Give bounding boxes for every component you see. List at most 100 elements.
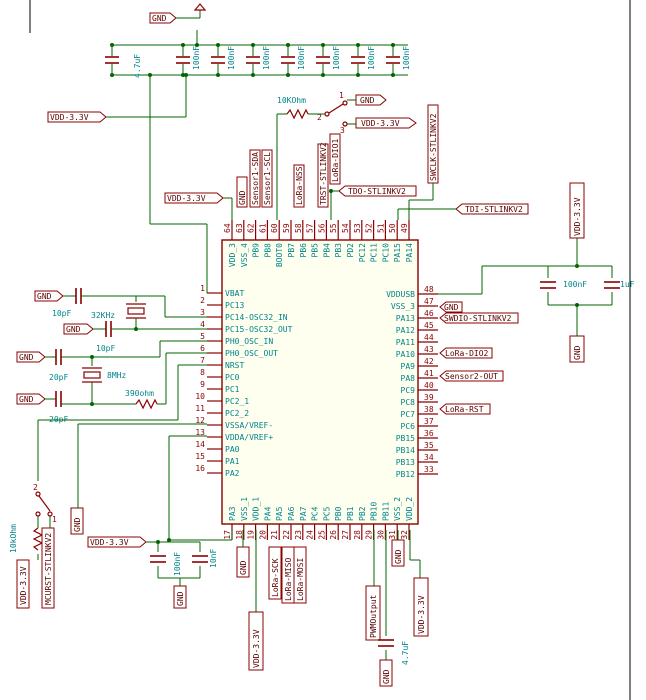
- svg-text:LoRa-SCK: LoRa-SCK: [271, 558, 280, 597]
- pin-name: PC15-OSC32_OUT: [225, 325, 293, 334]
- pin-number: 61: [258, 223, 267, 233]
- cap-value: 100nF: [262, 46, 271, 70]
- svg-text:GND: GND: [382, 669, 391, 684]
- vddusb-caps: VDD-3.3V 100nF 1uF GND: [438, 182, 635, 363]
- mcu-pin-bottom: VSS_118: [235, 497, 249, 540]
- tdi-label: TDI-STLINKV2: [397, 203, 529, 220]
- svg-text:4.7uF: 4.7uF: [401, 641, 410, 665]
- pin-name: PA10: [396, 350, 415, 359]
- pin-number: 19: [247, 530, 256, 540]
- pin-name: PA8: [401, 374, 416, 383]
- svg-text:GND: GND: [394, 549, 403, 564]
- pin-number: 35: [424, 441, 434, 450]
- svg-text:32KHz: 32KHz: [91, 311, 115, 320]
- pin-name: PB7: [287, 243, 296, 258]
- reset-circuit: 2 1 10kOhm VDD-3.3V MCURST-STLINKV2: [9, 364, 207, 609]
- pin-number: 48: [424, 285, 434, 294]
- svg-text:GND: GND: [66, 325, 81, 334]
- pin-number: 39: [424, 393, 434, 402]
- vdd-label: VDD-3.3V: [47, 73, 188, 123]
- pin-number: 16: [195, 464, 205, 473]
- pin-number: 54: [341, 223, 350, 233]
- pin-name: PC5: [322, 506, 331, 521]
- pin-number: 38: [424, 405, 434, 414]
- pin-number: 41: [424, 369, 434, 378]
- mcu-body: [221, 239, 419, 525]
- svg-text:Sensor1-SCL: Sensor1-SCL: [263, 152, 272, 205]
- pin-name: PA11: [396, 338, 415, 347]
- svg-text:SWCLK-STLINKV2: SWCLK-STLINKV2: [429, 113, 438, 181]
- pin-number: 28: [353, 530, 362, 540]
- pin-name: PC12: [358, 243, 367, 262]
- cap-value: 4.7uF: [133, 54, 142, 78]
- svg-text:TRST-STLINKV2: TRST-STLINKV2: [319, 142, 328, 205]
- pin-name: PA14: [405, 243, 414, 262]
- pin-number: 62: [247, 223, 256, 233]
- pin-name: PB10: [370, 502, 379, 521]
- svg-text:2: 2: [317, 113, 322, 122]
- svg-text:GND: GND: [19, 395, 34, 404]
- svg-text:LoRa-DIO1: LoRa-DIO1: [331, 138, 340, 182]
- svg-text:VDD-3.3V: VDD-3.3V: [417, 595, 426, 634]
- pin-name: PB12: [396, 470, 415, 479]
- pin-name: VSS_1: [240, 497, 249, 521]
- pin-number: 40: [424, 381, 434, 390]
- pin-number: 5: [200, 332, 205, 341]
- pin-number: 49: [400, 223, 409, 233]
- svg-text:100nF: 100nF: [173, 552, 182, 576]
- svg-text:10pF: 10pF: [96, 344, 115, 353]
- svg-text:10pF: 10pF: [52, 309, 71, 318]
- pin-name: PA7: [299, 506, 308, 521]
- pin-number: 13: [195, 428, 205, 437]
- pin-name: VDDA/VREF+: [225, 433, 273, 442]
- pin-number: 6: [200, 344, 205, 353]
- pin-number: 12: [195, 416, 205, 425]
- pin-name: PB2: [358, 506, 367, 521]
- pin-number: 63: [235, 223, 244, 233]
- pin-number: 31: [388, 530, 397, 540]
- pin-number: 44: [424, 333, 434, 342]
- svg-text:GND: GND: [37, 292, 52, 301]
- svg-text:TDI-STLINKV2: TDI-STLINKV2: [465, 205, 523, 214]
- mcu-pin-bottom: PB2 28: [353, 506, 367, 540]
- cap-value: 100nF: [297, 46, 306, 70]
- pin-name: VDD_3: [228, 243, 237, 267]
- pin-name: PA15: [393, 243, 402, 262]
- pin-name: PB5: [311, 243, 320, 258]
- pin-number: 14: [195, 440, 205, 449]
- vdd-bottom-caps: VDD-3.3V 100nF 10nF GND: [87, 536, 218, 609]
- pin-number: 43: [424, 345, 434, 354]
- pin-name: PD2: [346, 243, 355, 258]
- svg-text:MCURST-STLINKV2: MCURST-STLINKV2: [44, 533, 53, 605]
- pin-name: PC2_2: [225, 409, 249, 418]
- boot-resistor-value: 10KOhm: [277, 96, 306, 105]
- pin-name: PC10: [381, 243, 390, 262]
- pin-name: PC1: [225, 385, 240, 394]
- pin-name: PH0_OSC_IN: [225, 337, 273, 346]
- pin-name: BOOT0: [275, 243, 284, 267]
- svg-text:20pF: 20pF: [49, 373, 68, 382]
- svg-text:PWMOutput: PWMOutput: [369, 594, 378, 638]
